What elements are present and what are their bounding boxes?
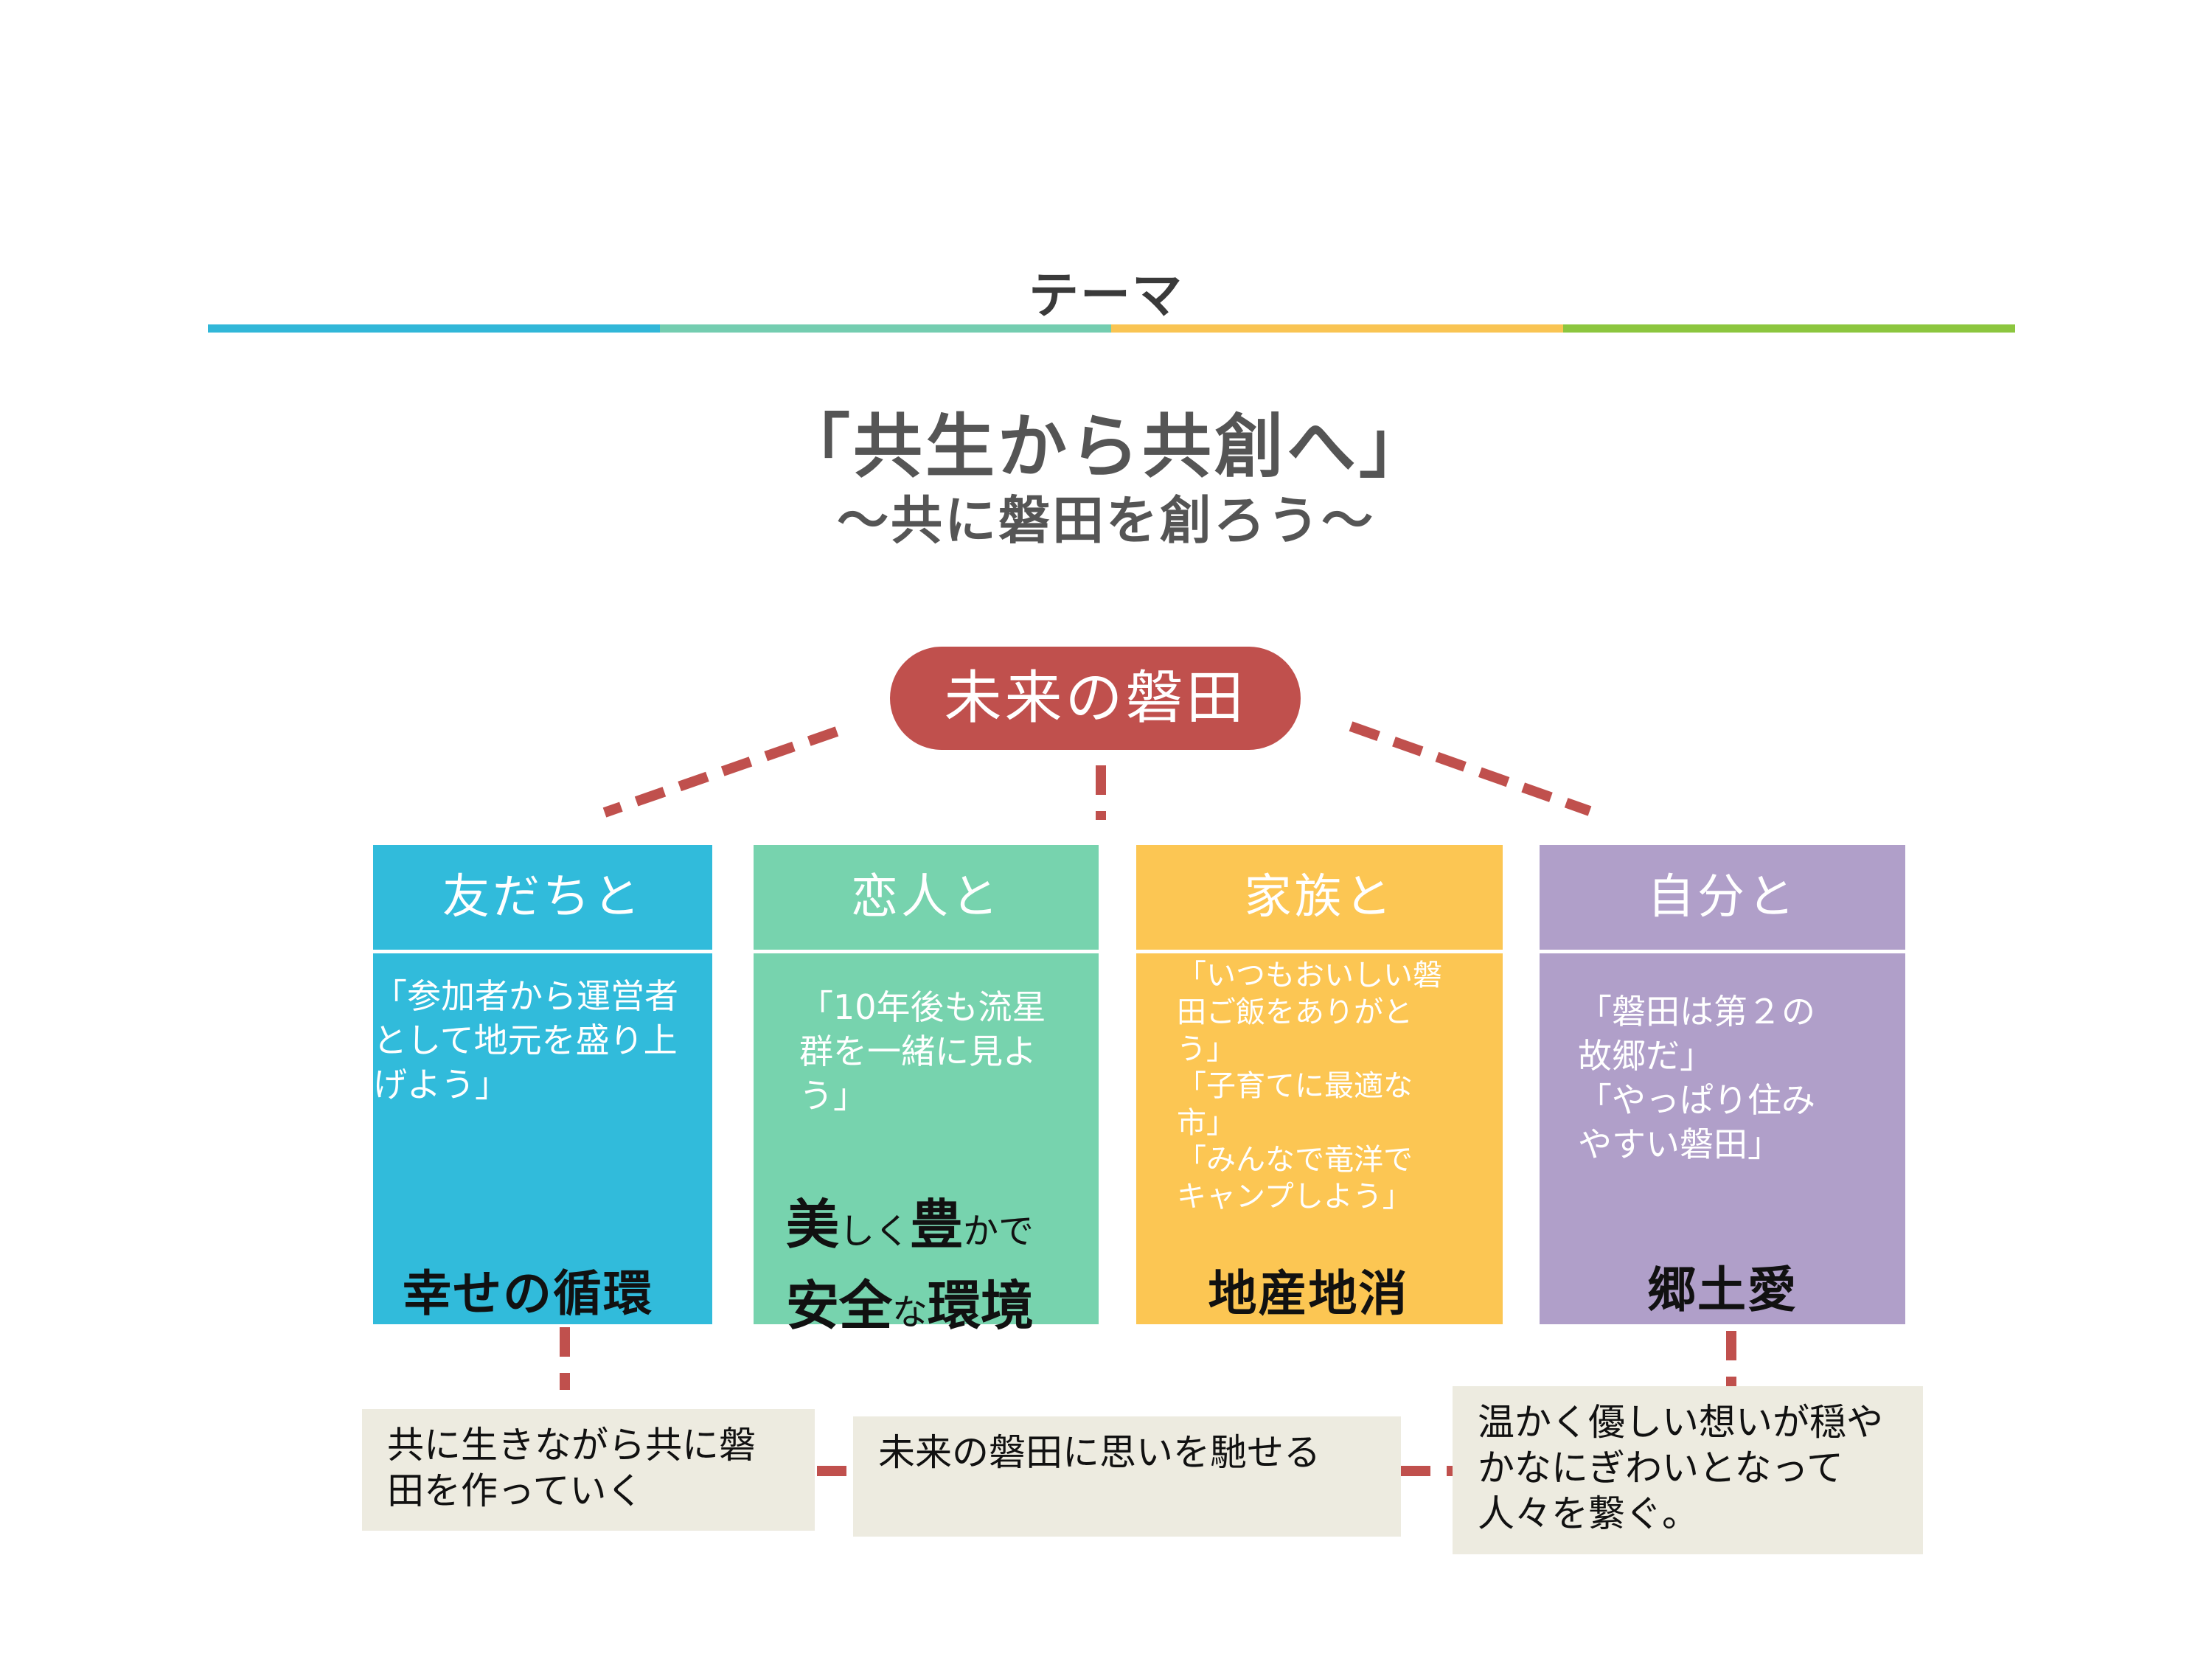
rule-segment-3 [1111, 324, 1563, 333]
card-friends: 友だちと 「参加者から運営者 として地元を盛り上 げよう」 幸せの循環 [373, 845, 712, 1324]
card-friends-divider [373, 950, 712, 953]
rule-segment-2 [660, 324, 1111, 333]
card-self-title: 自分と [1647, 870, 1798, 925]
note-coexist: 共に生きながら共に磐 田を作っていく [362, 1409, 815, 1531]
connector-center-to-card1 [602, 726, 839, 818]
note-future: 未来の磐田に思いを馳せる [853, 1416, 1401, 1537]
card-friends-keyword: 幸せの循環 [403, 1265, 653, 1322]
card-self-keyword: 郷土愛 [1647, 1262, 1798, 1318]
rule-segment-4 [1563, 324, 2015, 333]
card-lovers-divider [754, 950, 1099, 953]
future-iwata-label: 未来の磐田 [890, 647, 1301, 750]
connector-center-to-card4 [1349, 721, 1592, 816]
card-lovers: 恋人と 「10年後も流星 群を一緒に見よ う」 美しく豊かで 安全な環境 [754, 845, 1099, 1337]
card-self: 自分と 「磐田は第２の 故郷だ」 「やっぱり住み やすい磐田」 郷土愛 [1540, 845, 1905, 1324]
card-friends-quote: 「参加者から運営者 として地元を盛り上 げよう」 [373, 976, 678, 1105]
theme-subtitle: ～共に磐田を創ろう～ [837, 490, 1375, 551]
card-family: 家族と 「いつもおいしい磐 田ご飯をありがと う」 「子育てに最適な 市」 「み… [1136, 845, 1503, 1324]
card-lovers-quote: 「10年後も流星 群を一緒に見よ う」 [799, 987, 1046, 1116]
rule-segment-1 [208, 324, 660, 333]
section-heading: テーマ [1028, 267, 1183, 325]
note-warmth: 温かく優しい想いが穏や かなにぎわいとなって 人々を繋ぐ。 [1453, 1386, 1923, 1554]
card-lovers-keyword-line2: 安全な環境 [786, 1275, 1034, 1337]
card-self-divider [1540, 950, 1905, 953]
card-lovers-keyword: 美しく豊かで 安全な環境 [786, 1192, 1096, 1354]
theme-title: 「共生から共創へ」 [780, 407, 1431, 487]
card-self-quote: 「磐田は第２の 故郷だ」 「やっぱり住み やすい磐田」 [1578, 992, 1815, 1164]
card-lovers-title: 恋人と [851, 870, 1001, 925]
card-family-title: 家族と [1244, 870, 1395, 925]
card-family-quote: 「いつもおいしい磐 田ご飯をありがと う」 「子育てに最適な 市」 「みんなで竜… [1177, 959, 1442, 1214]
card-family-keyword: 地産地消 [1208, 1265, 1409, 1322]
card-lovers-keyword-line1: 美しく豊かで [786, 1194, 1034, 1256]
card-family-divider [1136, 950, 1503, 953]
card-friends-title: 友だちと [442, 870, 643, 925]
